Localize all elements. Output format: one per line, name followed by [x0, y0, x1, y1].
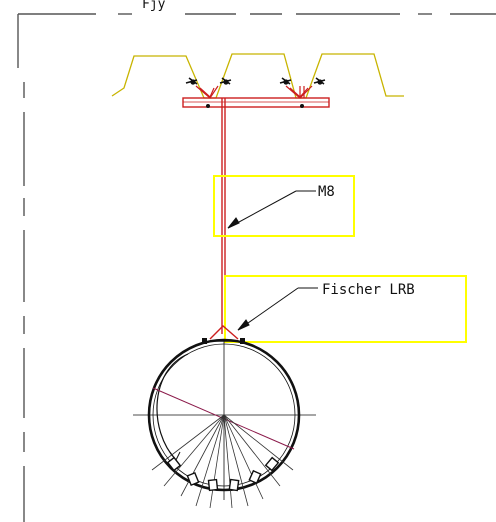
highlight-box-anchor — [224, 275, 467, 343]
insulation-arc — [156, 353, 189, 461]
ring-fixings — [166, 456, 280, 492]
drawing-frame — [17, 13, 496, 522]
anchor-leader — [237, 287, 318, 331]
rod-callout-label: M8 — [318, 184, 335, 200]
clamp-left-1 — [185, 77, 198, 85]
anchor-callout-label: Fischer LRB — [322, 282, 415, 298]
clamp-left-2 — [219, 77, 232, 85]
clamp-right-1 — [279, 77, 292, 85]
rib-v-clamps — [195, 85, 313, 99]
rail-bolt-right — [300, 104, 304, 108]
title-fragment: Fjy — [142, 0, 166, 12]
support-rail — [182, 97, 330, 108]
trapezoidal-deck-profile — [111, 53, 404, 99]
rod-leader — [227, 190, 316, 229]
rail-bolt-left — [206, 104, 210, 108]
deck-clamps — [185, 77, 326, 85]
clamp-right-2 — [313, 77, 326, 85]
radial-spokes — [151, 414, 294, 509]
highlight-box-rod — [213, 175, 355, 237]
